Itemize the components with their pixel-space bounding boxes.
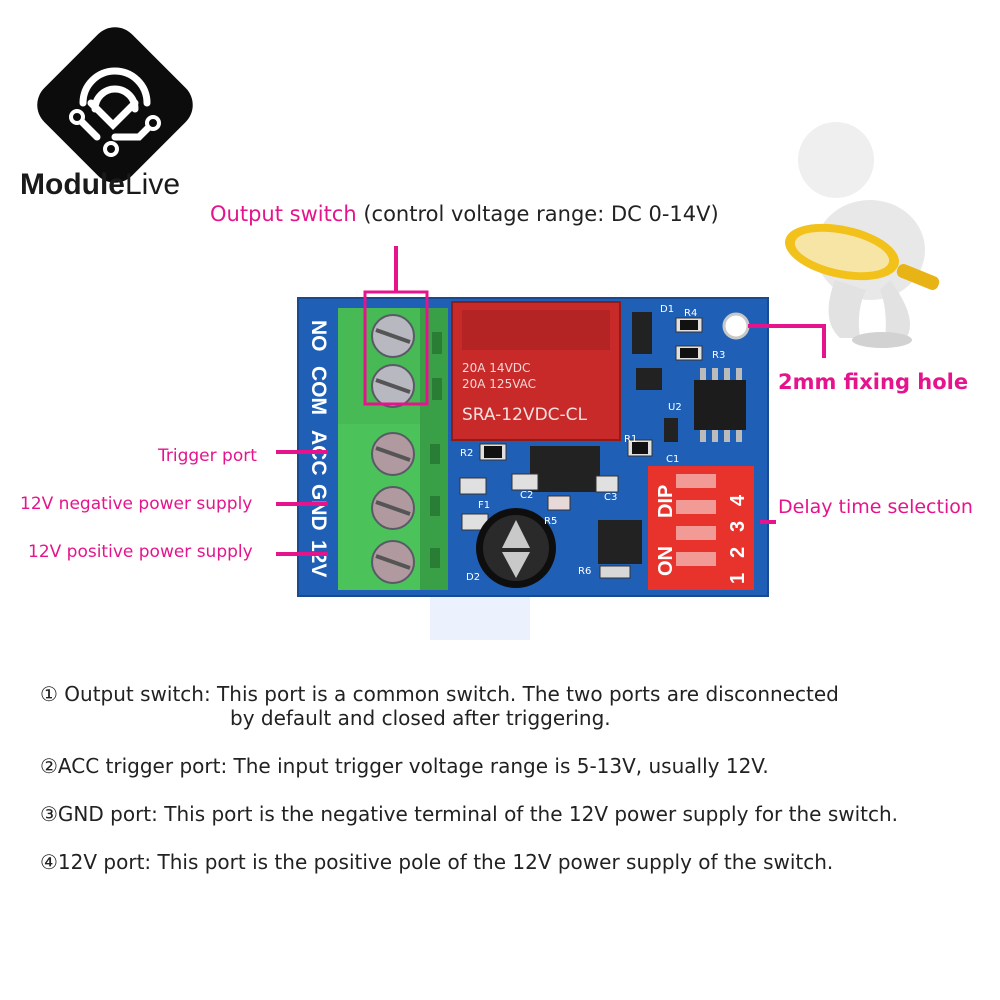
dip-number-4: 4 bbox=[727, 494, 749, 506]
ref-c3: C3 bbox=[604, 492, 617, 503]
dip-number-1: 1 bbox=[727, 573, 749, 584]
ref-c1: C1 bbox=[666, 454, 679, 465]
desc-acc-port: ②ACC trigger port: The input trigger vol… bbox=[40, 754, 769, 778]
dip-label-on: ON bbox=[655, 546, 677, 576]
desc-output-switch-line1: ① Output switch: This port is a common s… bbox=[40, 682, 839, 706]
delay-selection-label: Delay time selection bbox=[778, 496, 973, 518]
screw-terminals bbox=[371, 314, 415, 584]
brand-name: ModuleLive bbox=[20, 168, 181, 201]
electrolytic-capacitor bbox=[476, 508, 556, 588]
terminal-label-gnd: GND bbox=[307, 484, 330, 531]
ref-r5: R5 bbox=[544, 516, 557, 527]
trigger-port-label: Trigger port bbox=[158, 446, 257, 466]
dip-switch bbox=[648, 466, 754, 590]
terminal-label-com: COM bbox=[307, 366, 330, 415]
fixing-hole bbox=[722, 312, 750, 340]
terminal-label-12v: 12V bbox=[307, 540, 330, 577]
terminal-block-power bbox=[338, 424, 448, 590]
output-switch-heading: Output switch (control voltage range: DC… bbox=[210, 202, 719, 226]
relay-component bbox=[451, 301, 621, 441]
output-highlight-box bbox=[363, 290, 429, 406]
negative-supply-label: 12V negative power supply bbox=[20, 494, 253, 514]
ref-r6: R6 bbox=[578, 566, 591, 577]
ref-c2: C2 bbox=[520, 490, 533, 501]
ic-u2 bbox=[694, 368, 746, 442]
relay-rating-2: 20A 125VAC bbox=[462, 377, 536, 391]
desc-gnd-port: ③GND port: This port is the negative ter… bbox=[40, 802, 899, 826]
terminal-label-no: NO bbox=[307, 320, 330, 352]
ref-u2: U2 bbox=[668, 402, 682, 413]
desc-output-switch-line2: by default and closed after triggering. bbox=[230, 706, 611, 730]
relay-model: SRA-12VDC-CL bbox=[462, 405, 588, 425]
terminal-label-acc: ACC bbox=[307, 430, 330, 476]
terminal-block-output bbox=[338, 308, 448, 424]
ref-r1: R1 bbox=[624, 434, 637, 445]
ref-d1: D1 bbox=[660, 304, 674, 315]
dip-number-3: 3 bbox=[727, 521, 749, 532]
ref-r2: R2 bbox=[460, 448, 473, 459]
dip-number-2: 2 bbox=[727, 547, 749, 558]
ref-f1: F1 bbox=[478, 500, 490, 511]
dip-label-dip: DIP bbox=[655, 485, 677, 518]
relay-rating-1: 20A 14VDC bbox=[462, 361, 530, 375]
positive-supply-label: 12V positive power supply bbox=[28, 542, 253, 562]
ref-r4: R4 bbox=[684, 308, 697, 319]
desc-12v-port: ④12V port: This port is the positive pol… bbox=[40, 850, 834, 874]
fixing-hole-label: 2mm fixing hole bbox=[778, 370, 969, 394]
ref-d2: D2 bbox=[466, 572, 480, 583]
module-live-logo-icon bbox=[37, 27, 193, 183]
figure-with-magnifier-icon bbox=[785, 122, 940, 348]
pcb-board bbox=[298, 298, 768, 596]
ref-r3: R3 bbox=[712, 350, 725, 361]
